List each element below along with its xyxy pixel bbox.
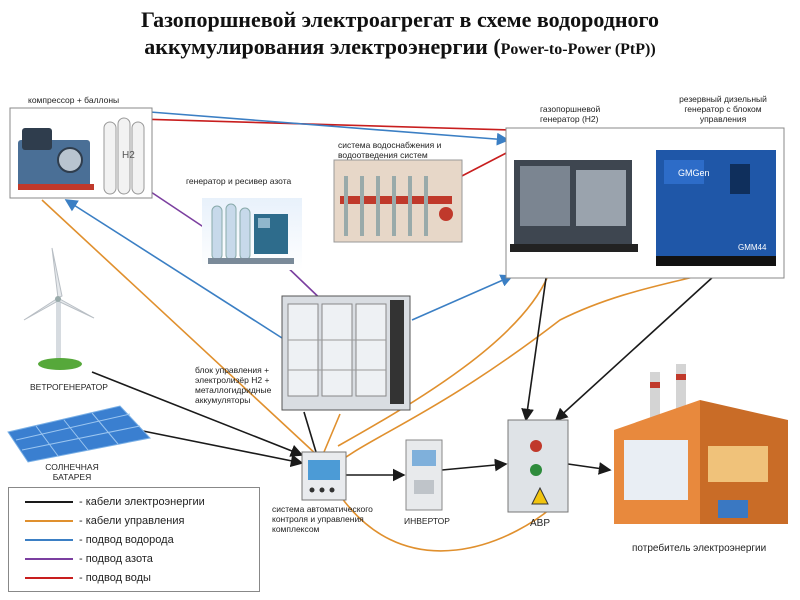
solar-panel-icon — [7, 405, 151, 463]
control-system-icon — [301, 451, 347, 501]
power-line-solar — [137, 429, 304, 468]
nitrogen-generator — [202, 198, 302, 270]
electrolyzer-icon — [281, 295, 411, 411]
control-label: система автоматического контроля и управ… — [272, 504, 373, 534]
legend-label-nitrogen: - подвод азота — [79, 553, 153, 566]
ctrl-line-compressor — [41, 199, 319, 457]
legend-swatch-hydrogen — [25, 539, 73, 542]
avr-icon — [507, 419, 569, 513]
diesel-generator-icon — [656, 150, 776, 266]
diesel-model: GMM44 — [738, 243, 767, 252]
water-system-label: система водоснабжения и водоотведения си… — [338, 140, 442, 160]
legend: - кабели электроэнергии - кабели управле… — [8, 487, 260, 592]
consumer-label: потребитель электроэнергии — [632, 543, 767, 554]
power-line-diesel-avr — [554, 275, 715, 422]
ctrl-line-electrolyzer — [323, 413, 341, 453]
power-line-inverter-avr — [441, 458, 508, 472]
diesel-label: резервный дизельный генератор с блоком у… — [679, 94, 767, 124]
power-line-avr-consumer — [567, 462, 612, 475]
title-line-1: Газопоршневой электроагрегат в схеме вод… — [141, 7, 659, 32]
power-line-gen-avr — [521, 277, 547, 422]
title-line-2-main: аккумулирования электроэнергии ( — [144, 34, 501, 59]
h2-line-compressor-gen — [149, 111, 510, 146]
legend-swatch-water — [25, 577, 73, 580]
h2-mark: H2 — [122, 150, 135, 161]
legend-swatch-power — [25, 501, 73, 504]
legend-label-hydrogen: - подвод водорода — [79, 534, 174, 547]
legend-item-nitrogen: - подвод азота — [25, 552, 153, 566]
factory-icon — [614, 364, 788, 524]
water-line-system-gen — [457, 149, 513, 179]
compressor-label: компрессор + баллоны — [28, 95, 120, 105]
legend-item-water: - подвод воды — [25, 571, 151, 585]
legend-item-power: - кабели электроэнергии — [25, 495, 205, 509]
legend-label-control: - кабели управления — [79, 515, 185, 528]
wind-label: ВЕТРОГЕНЕРАТОР — [30, 382, 108, 392]
gas-engine-generator-icon — [510, 160, 638, 252]
diagram-title: Газопоршневой электроагрегат в схеме вод… — [0, 6, 800, 63]
inverter-icon — [405, 439, 443, 511]
title-line-2-small: Power-to-Power (PtP)) — [500, 41, 656, 58]
legend-item-hydrogen: - подвод водорода — [25, 533, 174, 547]
control-lines — [41, 199, 713, 552]
ctrl-line-gen — [337, 275, 549, 447]
nitrogen-label: генератор и ресивер азота — [186, 176, 292, 186]
solar-label: СОЛНЕЧНАЯ БАТАРЕЯ — [45, 462, 99, 482]
title-line-2: аккумулирования электроэнергии (Power-to… — [0, 33, 800, 63]
inverter-label: ИНВЕРТОР — [404, 516, 450, 526]
hydrogen-lines — [64, 111, 514, 339]
power-line-electrolyzer — [303, 411, 317, 453]
power-line-wind — [91, 371, 304, 457]
gas-cylinders-icon — [103, 117, 145, 195]
legend-label-water: - подвод воды — [79, 572, 151, 585]
h2-line-electrolyzer-compressor — [64, 199, 283, 339]
diesel-brand: GMGen — [678, 168, 710, 178]
gas-engine-label: газопоршневой генератор (H2) — [540, 104, 601, 124]
n2-line-compressor — [147, 189, 206, 229]
generators-frame: GMGen GMM44 — [505, 127, 785, 279]
h2-line-electrolyzer-gen — [411, 274, 514, 321]
legend-label-power: - кабели электроэнергии — [79, 496, 205, 509]
ctrl-line-avr — [329, 479, 561, 552]
avr-label: АВР — [530, 518, 551, 529]
legend-swatch-control — [25, 520, 73, 523]
legend-item-control: - кабели управления — [25, 514, 184, 528]
power-lines — [91, 275, 715, 482]
wind-turbine-icon — [23, 247, 95, 370]
compressor-icon — [18, 128, 94, 190]
water-system — [333, 159, 463, 243]
electrolyzer-label: блок управления + электролизёр H2 + мета… — [195, 365, 272, 405]
compressor-unit: H2 — [9, 107, 153, 199]
legend-swatch-nitrogen — [25, 558, 73, 561]
